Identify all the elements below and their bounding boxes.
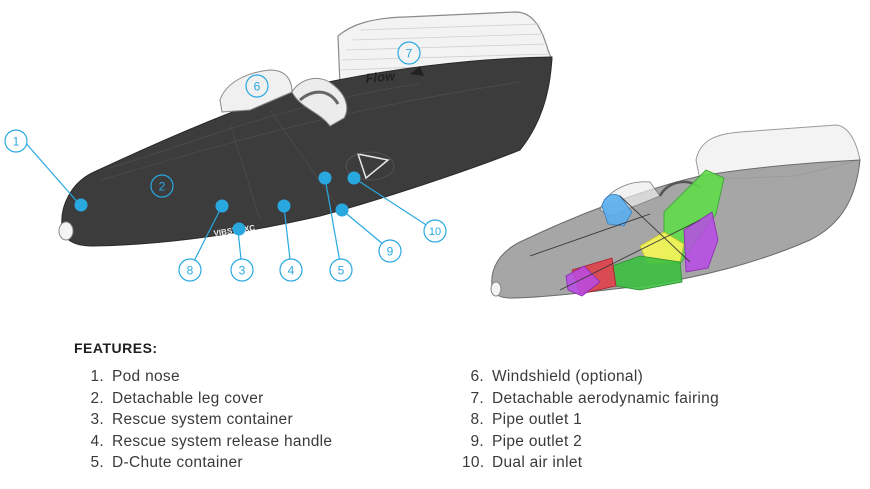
callout-5: 5 (329, 258, 353, 282)
callout-markers: 1 2 3 4 5 6 7 8 (4, 41, 447, 282)
features-title: FEATURES: (74, 340, 158, 356)
feature-number: 1. (90, 368, 104, 385)
svg-text:10: 10 (429, 226, 441, 238)
svg-text:2: 2 (159, 180, 166, 194)
compartment-purple-left (565, 265, 601, 297)
feature-item: 4. Rescue system release handle (84, 431, 332, 453)
feature-item: 1. Pod nose (84, 366, 332, 388)
compartment-blue (601, 194, 633, 227)
seat-loops (291, 77, 348, 127)
features-list-left: 1. Pod nose 2. Detachable leg cover 3. Resc… (84, 366, 332, 474)
compartment-purple-right (683, 211, 719, 273)
feature-label: D-Chute container (112, 454, 243, 472)
callout-1: 1 (4, 129, 28, 153)
feature-number: 9. (470, 432, 484, 450)
feature-label: Detachable leg cover (112, 389, 264, 407)
feature-number: 2. (90, 389, 104, 407)
pod-body-shape (61, 56, 553, 247)
svg-text:6: 6 (254, 80, 261, 94)
feature-label: Detachable aerodynamic fairing (492, 389, 719, 407)
svg-text:5: 5 (338, 264, 345, 278)
svg-text:4: 4 (288, 264, 295, 278)
callout-2: 2 (150, 174, 174, 198)
feature-label: Windshield (optional) (492, 368, 644, 385)
compartment-illustration (490, 124, 861, 299)
pod-harness-illustration: Flow VIBSTA XC (58, 11, 553, 247)
svg-text:9: 9 (387, 245, 394, 259)
feature-item: 10. Dual air inlet (462, 452, 719, 474)
air-inlet-vent (356, 153, 390, 180)
callout-7: 7 (397, 41, 421, 65)
callout-6: 6 (245, 74, 269, 98)
feature-label: Dual air inlet (492, 454, 583, 472)
feature-number: 7. (470, 389, 484, 407)
feature-number: 3. (90, 411, 104, 429)
feature-number: 4. (90, 432, 104, 450)
feature-label: Pod nose (112, 368, 180, 385)
pod-nose-tip (58, 221, 74, 241)
feature-number: 8. (470, 411, 484, 429)
callout-4: 4 (279, 258, 303, 282)
flow-brand-mark: Flow (365, 68, 397, 86)
svg-text:8: 8 (187, 264, 194, 278)
svg-text:3: 3 (239, 264, 246, 278)
callout-10: 10 (423, 219, 447, 243)
feature-item: 9. Pipe outlet 2 (462, 431, 719, 453)
features-list-right: 6. Windshield (optional) 7. Detachable aer… (462, 366, 719, 474)
feature-item: 2. Detachable leg cover (84, 388, 332, 410)
feature-label: Rescue system container (112, 411, 293, 429)
callout-leaders (23, 140, 435, 270)
feature-item: 8. Pipe outlet 1 (462, 409, 719, 431)
fairing-stripes (339, 23, 551, 71)
feature-label: Pipe outlet 1 (492, 411, 583, 429)
feature-item: 5. D-Chute container (84, 452, 332, 474)
feature-number: 6. (470, 368, 484, 385)
feature-number: 10. (462, 454, 485, 472)
feature-item: 3. Rescue system container (84, 409, 332, 431)
svg-text:7: 7 (406, 47, 413, 61)
feature-item: 6. Windshield (optional) (462, 366, 719, 388)
callout-3: 3 (230, 258, 254, 282)
feature-number: 5. (90, 454, 104, 472)
feature-label: Pipe outlet 2 (492, 432, 583, 450)
callout-dots (74, 171, 361, 236)
feature-item: 7. Detachable aerodynamic fairing (462, 388, 719, 410)
feature-label: Rescue system release handle (112, 432, 333, 450)
callout-9: 9 (378, 239, 402, 263)
callout-8: 8 (178, 258, 202, 282)
svg-text:1: 1 (13, 135, 20, 149)
